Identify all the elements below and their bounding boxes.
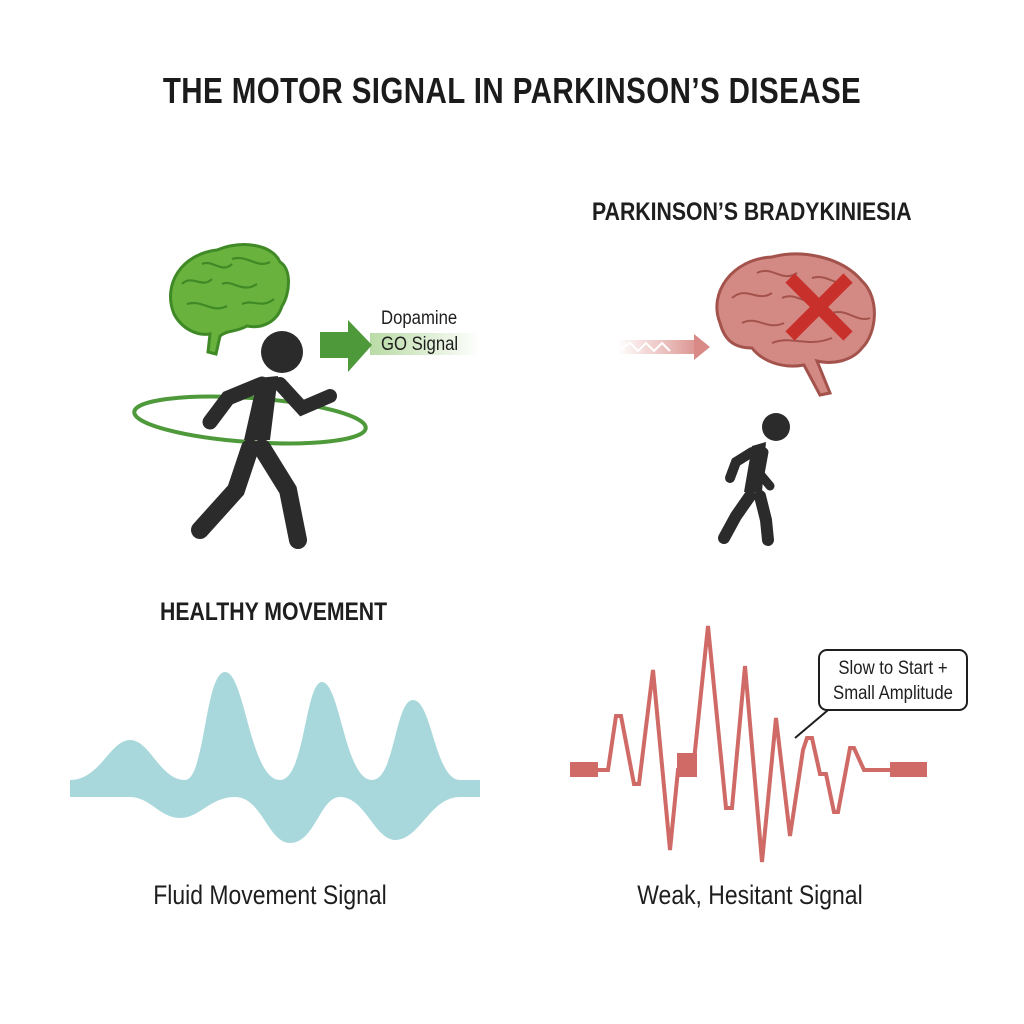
go-signal-label: GO Signal bbox=[381, 334, 459, 355]
blocked-x-icon bbox=[785, 273, 853, 341]
fluid-signal-caption: Fluid Movement Signal bbox=[153, 880, 387, 910]
callout-line-2: Small Amplitude bbox=[833, 683, 953, 704]
page-title: THE MOTOR SIGNAL IN PARKINSON’S DISEASE bbox=[162, 70, 862, 111]
hesitant-signal-caption: Weak, Hesitant Signal bbox=[637, 880, 863, 910]
healthy-movement-heading: HEALTHY MOVEMENT bbox=[160, 598, 388, 626]
callout-line-1: Slow to Start + bbox=[838, 658, 948, 679]
callout-bubble: Slow to Start + Small Amplitude bbox=[818, 649, 968, 711]
dopamine-label: Dopamine bbox=[381, 308, 458, 329]
bradykinesia-heading: PARKINSON’S BRADYKINIESIA bbox=[592, 198, 912, 226]
